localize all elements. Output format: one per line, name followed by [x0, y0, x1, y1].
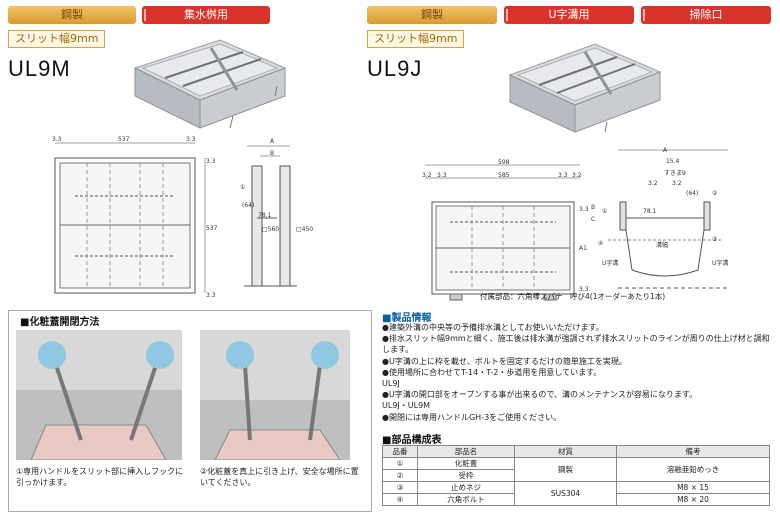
section-h560: □560 — [262, 226, 280, 233]
tag-material-right: 鋼製 — [367, 6, 497, 24]
section-dim-a-left: A — [270, 138, 275, 145]
table-row: ② 受枠 — [382, 469, 770, 482]
section-drawing-ul9m — [244, 145, 297, 287]
info-item: UL9J — [382, 379, 400, 389]
rsec-b: B — [591, 204, 596, 211]
dim-right-top-5: 3.2 — [572, 172, 582, 179]
parts-cell: 化粧蓋 — [417, 457, 515, 470]
section-mark-1-left: ① — [240, 184, 246, 191]
dim-right-top-2: 3.3 — [437, 172, 447, 179]
product-photo-ul9m — [133, 39, 287, 129]
rsec-m4: ④ — [598, 240, 604, 247]
parts-header-cell: 材質 — [514, 445, 617, 458]
rsec-64: (64) — [686, 190, 699, 197]
howto-caption-2: ②化粧蓋を真上に引き上げ、安全な場所に置いてください。 — [200, 467, 359, 487]
accessory-note: 付属部品：六角棒スパナ 呼び4(1オーダーあたり1本) — [480, 292, 666, 301]
parts-cell: 受枠 — [417, 469, 515, 482]
table-row: ④ 六角ボルト M8 × 20 — [382, 493, 770, 506]
info-item: ●開閉には専用ハンドルGH-3をご使用ください。 — [382, 412, 562, 422]
slit-width-left: スリット幅9mm — [8, 30, 106, 48]
rsec-154: 15.4 — [666, 158, 680, 165]
dim-left-top-1: 3.3 — [52, 136, 62, 143]
parts-cell: ④ — [382, 493, 418, 506]
dim-right-side-3: 3.3 — [579, 286, 589, 293]
section-h450: □450 — [296, 226, 314, 233]
plan-drawing-ul9j — [425, 164, 580, 301]
parts-cell: ① — [382, 457, 418, 470]
tag-material-left: 鋼製 — [8, 6, 136, 24]
info-item: UL9J・UL9M — [382, 401, 431, 411]
dim-right-top-1: 3.2 — [422, 172, 432, 179]
section-note-64-left: (64) — [242, 202, 255, 209]
section-drawing-ul9j — [608, 149, 728, 289]
dim-left-side-3: 3.3 — [206, 292, 216, 299]
parts-cell: ② — [382, 469, 418, 482]
model-name-left: UL9M — [8, 56, 71, 81]
rsec-32a: 3.2 — [648, 180, 658, 187]
rsec-gap9: すきま9 — [664, 170, 686, 177]
info-item: ●U字溝の開口部をオープンする事が出来るので、溝のメンテナンスが容易になります。 — [382, 390, 698, 400]
dim-right-top-4: 3.3 — [558, 172, 568, 179]
parts-header-cell: 部品名 — [417, 445, 515, 458]
rsec-a: A — [663, 147, 668, 154]
rsec-m3: ③ — [712, 236, 718, 243]
dim-left-side-1: 3.3 — [206, 158, 216, 165]
rsec-78: 78.1 — [643, 208, 657, 215]
table-row: ① 化粧蓋 鋼製 溶融亜鉛めっき — [382, 457, 770, 482]
parts-header-cell: 品番 — [382, 445, 418, 458]
parts-cell: 溶融亜鉛めっき — [616, 457, 770, 482]
rsec-32b: 3.2 — [672, 180, 682, 187]
rsec-m1: ① — [602, 208, 608, 215]
slit-width-right: スリット幅9mm — [367, 30, 465, 48]
info-title: ■製品情報 — [382, 313, 432, 324]
info-item: ●U字溝の上に枠を載せ、ボルトを固定するだけの簡単施工を実現。 — [382, 356, 627, 366]
dim-right-top-3: 585 — [498, 172, 510, 179]
tag-cleanout-right: 掃除口 — [641, 6, 771, 24]
parts-cell: 止めネジ — [417, 481, 515, 494]
parts-header-cell: 備考 — [616, 445, 770, 458]
howto-title: ■化粧蓋開閉方法 — [20, 317, 100, 328]
info-item: ●建築外溝の中央等の予備排水溝としてお使いいただけます。 — [382, 323, 604, 332]
rsec-mizo: 溝幅 — [656, 242, 669, 249]
info-item: ●排水スリット幅9mmと細く、施工後は排水溝が強調されず排水スリットのラインが周… — [382, 334, 770, 355]
parts-cell: 鋼製 — [514, 457, 617, 482]
rsec-u1: U字溝 — [602, 260, 619, 267]
tag-usage-left: 集水桝用 — [142, 6, 270, 24]
dim-left-top-2: 537 — [118, 136, 130, 143]
parts-header-row: 品番 部品名 材質 備考 — [382, 445, 770, 458]
parts-cell: SUS304 — [514, 481, 617, 506]
howto-photo-1 — [16, 330, 182, 460]
dim-right-598: 598 — [498, 159, 510, 166]
parts-cell: ③ — [382, 481, 418, 494]
info-item: ●使用場所に合わせてT-14・T-2・歩道用を用意しています。 — [382, 367, 602, 377]
section-dim-b-left: B — [270, 150, 275, 157]
rsec-m2: ② — [712, 190, 718, 197]
howto-caption-1: ①専用ハンドルをスリット部に挿入しフックに引っかけます。 — [16, 467, 184, 487]
rsec-c: C — [591, 216, 596, 223]
dim-left-top-3: 3.3 — [186, 136, 196, 143]
parts-cell: M8 × 15 — [616, 481, 770, 494]
parts-cell: 六角ボルト — [417, 493, 515, 506]
dim-right-side-1: 3.3 — [579, 206, 589, 213]
rsec-u2: U字溝 — [712, 260, 729, 267]
info-list: ●建築外溝の中央等の予備排水溝としてお使いいただけます。 ●排水スリット幅9mm… — [382, 322, 774, 423]
product-photo-ul9j — [508, 43, 662, 133]
parts-title: ■部品構成表 — [382, 435, 442, 446]
section-note-78-left: 78.1 — [258, 212, 272, 219]
howto-photo-2 — [200, 330, 350, 460]
parts-table: 品番 部品名 材質 備考 ① 化粧蓋 鋼製 溶融亜鉛めっき ② 受枠 ③ 止めネ… — [382, 445, 770, 506]
dim-right-side-a1: A1 — [579, 245, 587, 252]
tag-usage-right: U字溝用 — [504, 6, 634, 24]
parts-cell: M8 × 20 — [616, 493, 770, 506]
howto-box — [8, 310, 372, 512]
plan-drawing-ul9m — [54, 142, 206, 294]
dim-left-side-2: 537 — [206, 225, 218, 232]
model-name-right: UL9J — [367, 56, 423, 81]
table-row: ③ 止めネジ SUS304 M8 × 15 — [382, 481, 770, 506]
